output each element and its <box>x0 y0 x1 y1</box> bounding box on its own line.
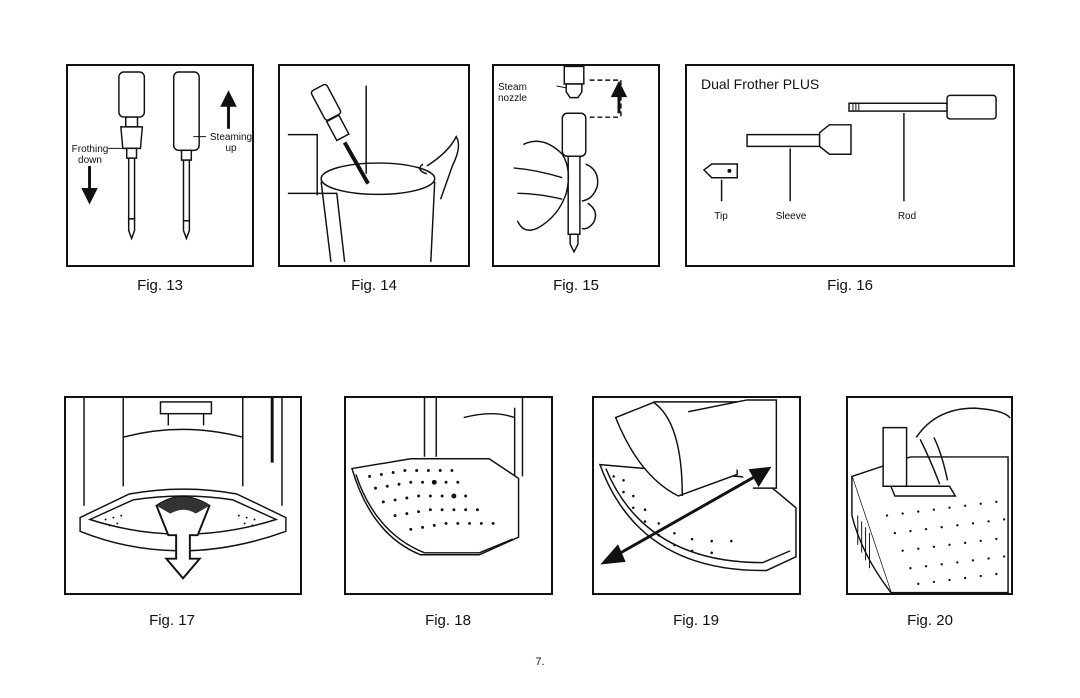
fig18-illustration <box>344 396 553 595</box>
fig20-caption: Fig. 20 <box>907 612 953 629</box>
fig15-illustration: Steam nozzle <box>492 64 660 267</box>
steaming-up-label: Steaming up <box>209 132 253 154</box>
frother-parts-drawing <box>702 94 997 202</box>
fig19-illustration <box>592 396 801 595</box>
tip-label: Tip <box>714 211 728 222</box>
dual-frother-title: Dual Frother PLUS <box>701 76 820 92</box>
fig18-caption: Fig. 18 <box>425 612 471 629</box>
frother-positions-drawing <box>81 71 237 241</box>
fig14-illustration <box>278 64 470 267</box>
rod-label: Rod <box>897 211 917 222</box>
fig13-caption: Fig. 13 <box>137 277 183 294</box>
fig14-caption: Fig. 14 <box>351 277 397 294</box>
page-number: 7. <box>535 656 545 668</box>
slide-drip-tray-drawing <box>598 399 797 572</box>
sleeve-label: Sleeve <box>775 211 807 222</box>
frother-in-jug-drawing <box>287 83 460 263</box>
attach-frother-drawing <box>513 66 628 254</box>
fig17-caption: Fig. 17 <box>149 612 195 629</box>
fig16-caption: Fig. 16 <box>827 277 873 294</box>
float-indicator-drawing <box>850 407 1011 593</box>
fig15-caption: Fig. 15 <box>553 277 599 294</box>
drip-tray-grid-drawing <box>351 398 524 556</box>
fig19-caption: Fig. 19 <box>673 612 719 629</box>
fig20-illustration <box>846 396 1013 595</box>
remove-drip-tray-drawing <box>79 398 287 580</box>
fig13-illustration: Frothing down Steaming up <box>66 64 254 267</box>
frothing-down-label: Frothing down <box>71 144 109 166</box>
steam-nozzle-label: Steam nozzle <box>498 82 527 104</box>
fig17-illustration <box>64 396 302 595</box>
fig16-illustration: Dual Frother PLUS Tip Sleeve Rod <box>685 64 1015 267</box>
